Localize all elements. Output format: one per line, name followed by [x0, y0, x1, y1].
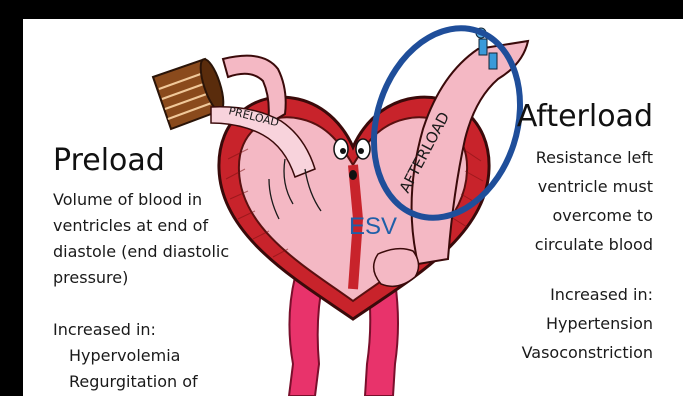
- afterload-description: Resistance left ventricle must overcome …: [535, 143, 653, 259]
- slide-panel: PRELOAD AFTERLOAD: [23, 19, 683, 396]
- preload-desc-line: ventricles at end of: [53, 213, 229, 239]
- afterload-desc-line: circulate blood: [535, 230, 653, 259]
- preload-desc-line: diastole (end diastolic: [53, 239, 229, 265]
- preload-description: Volume of blood in ventricles at end of …: [53, 187, 229, 291]
- afterload-increased-heading: Increased in:: [522, 280, 653, 309]
- afterload-title: Afterload: [517, 99, 653, 134]
- preload-desc-line: pressure): [53, 265, 229, 291]
- heart-hand: [374, 249, 419, 287]
- preload-increased-item: Hypervolemia: [53, 343, 198, 369]
- preload-desc-line: Volume of blood in: [53, 187, 229, 213]
- preload-increased: Increased in: Hypervolemia Regurgitation…: [53, 317, 198, 395]
- afterload-desc-line: ventricle must: [535, 172, 653, 201]
- afterload-increased: Increased in: Hypertension Vasoconstrict…: [522, 280, 653, 367]
- preload-increased-heading: Increased in:: [53, 317, 198, 343]
- afterload-desc-line: overcome to: [535, 201, 653, 230]
- preload-increased-item: Regurgitation of: [53, 369, 198, 395]
- afterload-desc-line: Resistance left: [535, 143, 653, 172]
- afterload-increased-item: Hypertension: [522, 309, 653, 338]
- esv-label: ESV: [349, 213, 397, 241]
- afterload-increased-item: Vasoconstriction: [522, 338, 653, 367]
- preload-title: Preload: [53, 143, 165, 178]
